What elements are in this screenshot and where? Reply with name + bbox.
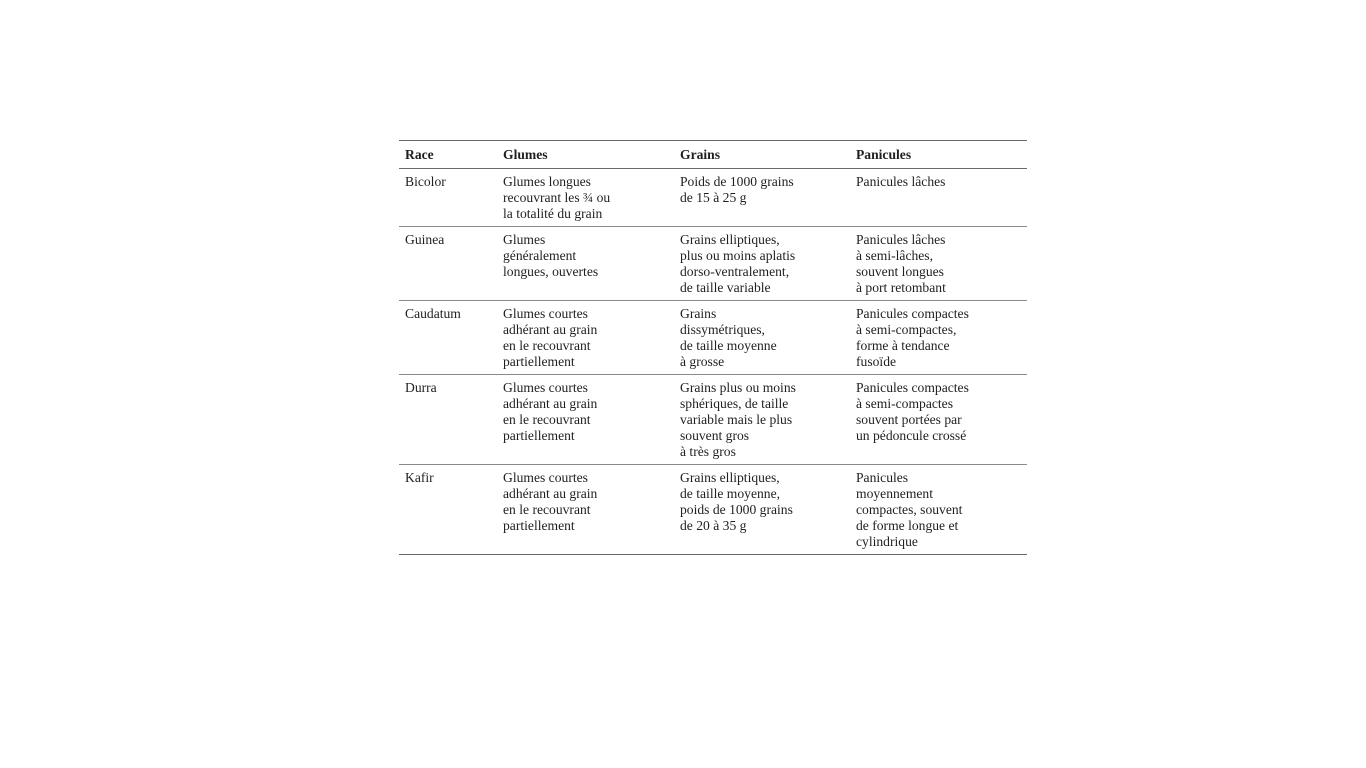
cell-panicules: Panicules lâches à semi-lâches, souvent … [850,226,1027,301]
header-grains: Grains [674,140,850,169]
cell-glumes: Glumes courtes adhérant au grain en le r… [503,470,598,533]
cell-glumes: Glumes longues recouvrant les ¾ ou la to… [497,168,674,227]
table-header: Race Glumes Grains Panicules [399,140,1027,169]
table-row: Guinea Glumes généralement longues, ouve… [399,226,1027,301]
cell-glumes: Glumes généralement longues, ouvertes [497,226,674,301]
cell-race: Bicolor [399,168,497,227]
table-row: Kafir Glumes courtes adhérant au grain e… [399,465,1027,555]
cell-race: Guinea [399,226,497,301]
cell-grains: Grains dissymétriques, de taille moyenne… [674,300,850,375]
header-race: Race [399,140,497,169]
sorghum-races-table-container: Race Glumes Grains Panicules Bicolor Glu… [399,140,1027,555]
cell-grains: Grains elliptiques, plus ou moins aplati… [674,226,850,301]
cell-panicules: Panicules lâches [850,168,1027,227]
header-row: Race Glumes Grains Panicules [399,140,1027,169]
header-glumes: Glumes [497,140,674,169]
cell-glumes: Glumes courtes adhérant au grain en le r… [497,374,674,465]
cell-grains: Poids de 1000 grains de 15 à 25 g [674,168,850,227]
cell-panicules: Panicules compactes à semi-compactes sou… [850,374,1027,465]
header-panicules: Panicules [850,140,1027,169]
cell-race: Caudatum [399,300,497,375]
cell-panicules: Panicules moyennement compactes, souvent… [856,470,963,549]
cell-panicules: Panicules compactes à semi-compactes, fo… [850,300,1027,375]
table-body: Bicolor Glumes longues recouvrant les ¾ … [399,168,1027,555]
table-row: Durra Glumes courtes adhérant au grain e… [399,374,1027,465]
cell-race: Durra [399,374,497,465]
table-row: Caudatum Glumes courtes adhérant au grai… [399,300,1027,375]
sorghum-races-table: Race Glumes Grains Panicules Bicolor Glu… [399,140,1027,555]
table-row: Bicolor Glumes longues recouvrant les ¾ … [399,168,1027,227]
cell-grains: Grains elliptiques, de taille moyenne, p… [680,470,793,533]
cell-glumes: Glumes courtes adhérant au grain en le r… [497,300,674,375]
cell-grains: Grains plus ou moins sphériques, de tail… [674,374,850,465]
cell-race: Kafir [405,470,434,485]
